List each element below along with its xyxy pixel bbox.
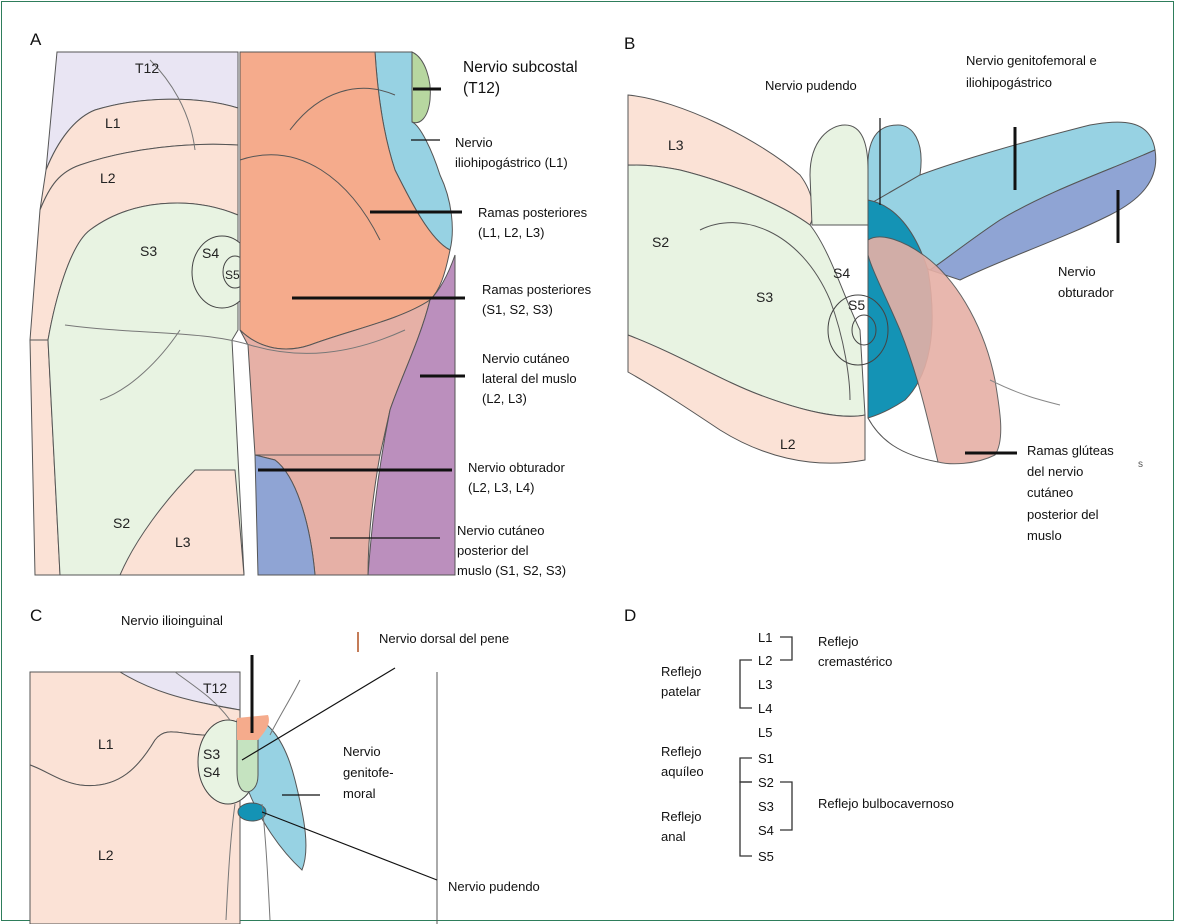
reflex-aquileo-1: Reflejo xyxy=(661,743,701,760)
seg-c-s4: S4 xyxy=(203,764,220,780)
seg-b-l2: L2 xyxy=(780,436,796,452)
label-b-gluteas-2: del nervio xyxy=(1027,463,1083,480)
seg-a-s4: S4 xyxy=(202,245,219,261)
seg-c-s3: S3 xyxy=(203,746,220,762)
seg-a-l1: L1 xyxy=(105,115,121,131)
bracket-bulbocavernoso xyxy=(780,782,792,830)
level-l5: L5 xyxy=(758,724,772,741)
reflex-patelar-1: Reflejo xyxy=(661,663,701,680)
reflex-cremasterico-1: Reflejo xyxy=(818,633,858,650)
bracket-aquileo xyxy=(740,758,752,782)
panel-label-c: C xyxy=(30,606,42,626)
subcostal-territory xyxy=(412,52,430,123)
seg-c-t12: T12 xyxy=(203,680,227,696)
seg-c-l1: L1 xyxy=(98,736,114,752)
level-s3: S3 xyxy=(758,798,774,815)
label-cutaneo-lat-3: (L2, L3) xyxy=(482,390,527,407)
seg-b-s4: S4 xyxy=(833,265,850,281)
label-ramas-s-1: Ramas posteriores xyxy=(482,281,591,298)
label-b-stray: s xyxy=(1138,456,1143,473)
label-b-pudendo: Nervio pudendo xyxy=(765,77,857,94)
label-c-genitofemoral-1: Nervio xyxy=(343,743,381,760)
level-l4: L4 xyxy=(758,700,772,717)
label-ramas-s-2: (S1, S2, S3) xyxy=(482,301,553,318)
seg-a-t12: T12 xyxy=(135,60,159,76)
bracket-anal xyxy=(740,782,752,856)
level-s1: S1 xyxy=(758,750,774,767)
level-l2: L2 xyxy=(758,652,772,669)
panel-label-a: A xyxy=(30,30,41,50)
label-b-gluteas-1: Ramas glúteas xyxy=(1027,442,1114,459)
c-curve-2 xyxy=(270,680,300,735)
reflex-anal-2: anal xyxy=(661,828,686,845)
level-s4: S4 xyxy=(758,822,774,839)
seg-c-l2: L2 xyxy=(98,847,114,863)
label-ramas-l-2: (L1, L2, L3) xyxy=(478,224,545,241)
label-b-obturador-1: Nervio xyxy=(1058,263,1096,280)
level-l3: L3 xyxy=(758,676,772,693)
label-cutaneo-lat-2: lateral del muslo xyxy=(482,370,577,387)
panel-label-d: D xyxy=(624,606,636,626)
seg-b-l3: L3 xyxy=(668,137,684,153)
label-c-genitofemoral-2: genitofe- xyxy=(343,764,394,781)
label-b-gluteas-5: muslo xyxy=(1027,527,1062,544)
label-cutaneo-lat-1: Nervio cutáneo xyxy=(482,350,569,367)
label-subcostal-2: (T12) xyxy=(463,78,500,99)
reflex-patelar-2: patelar xyxy=(661,683,701,700)
label-b-obturador-2: obturador xyxy=(1058,284,1114,301)
seg-a-l2: L2 xyxy=(100,170,116,186)
label-c-dorsal: Nervio dorsal del pene xyxy=(379,630,509,647)
label-obturador-1: Nervio obturador xyxy=(468,459,565,476)
label-b-gluteas-3: cutáneo xyxy=(1027,484,1073,501)
seg-b-s5: S5 xyxy=(848,297,865,313)
b-bulge-left xyxy=(810,125,868,225)
label-b-gluteas-4: posterior del xyxy=(1027,506,1099,523)
label-cutaneo-post-2: posterior del xyxy=(457,542,529,559)
reflex-cremasterico-2: cremastérico xyxy=(818,653,892,670)
seg-b-s3: S3 xyxy=(756,289,773,305)
label-iliohipogastrico-1: Nervio xyxy=(455,134,493,151)
label-iliohipogastrico-2: iliohipogástrico (L1) xyxy=(455,154,568,171)
panel-a-drawing: T12 L1 L2 S3 S4 S5 S2 L3 xyxy=(30,52,465,575)
b-lower-outline xyxy=(868,418,938,462)
label-subcostal-1: Nervio subcostal xyxy=(463,57,578,78)
label-ramas-l-1: Ramas posteriores xyxy=(478,204,587,221)
label-obturador-2: (L2, L3, L4) xyxy=(468,479,535,496)
label-b-genitofemoral-1: Nervio genitofemoral e xyxy=(966,52,1097,69)
bracket-cremasterico xyxy=(780,637,792,660)
seg-a-s2: S2 xyxy=(113,515,130,531)
b-curve-2 xyxy=(990,380,1060,405)
level-s2: S2 xyxy=(758,774,774,791)
label-c-genitofemoral-3: moral xyxy=(343,785,376,802)
label-b-genitofemoral-2: iliohipogástrico xyxy=(966,74,1052,91)
label-cutaneo-post-3: muslo (S1, S2, S3) xyxy=(457,562,566,579)
label-cutaneo-post-1: Nervio cutáneo xyxy=(457,522,544,539)
reflex-bulbocavernoso: Reflejo bulbocavernoso xyxy=(818,795,954,812)
seg-a-l3: L3 xyxy=(175,534,191,550)
label-c-ilioinguinal: Nervio ilioinguinal xyxy=(121,612,223,629)
label-c-pudendo: Nervio pudendo xyxy=(448,878,540,895)
seg-a-s5: S5 xyxy=(225,268,240,282)
level-l1: L1 xyxy=(758,629,772,646)
level-s5: S5 xyxy=(758,848,774,865)
seg-a-s3: S3 xyxy=(140,243,157,259)
seg-b-s2: S2 xyxy=(652,234,669,250)
panel-label-b: B xyxy=(624,34,635,54)
reflex-anal-1: Reflejo xyxy=(661,808,701,825)
reflex-aquileo-2: aquíleo xyxy=(661,763,704,780)
bracket-patelar xyxy=(740,660,752,708)
